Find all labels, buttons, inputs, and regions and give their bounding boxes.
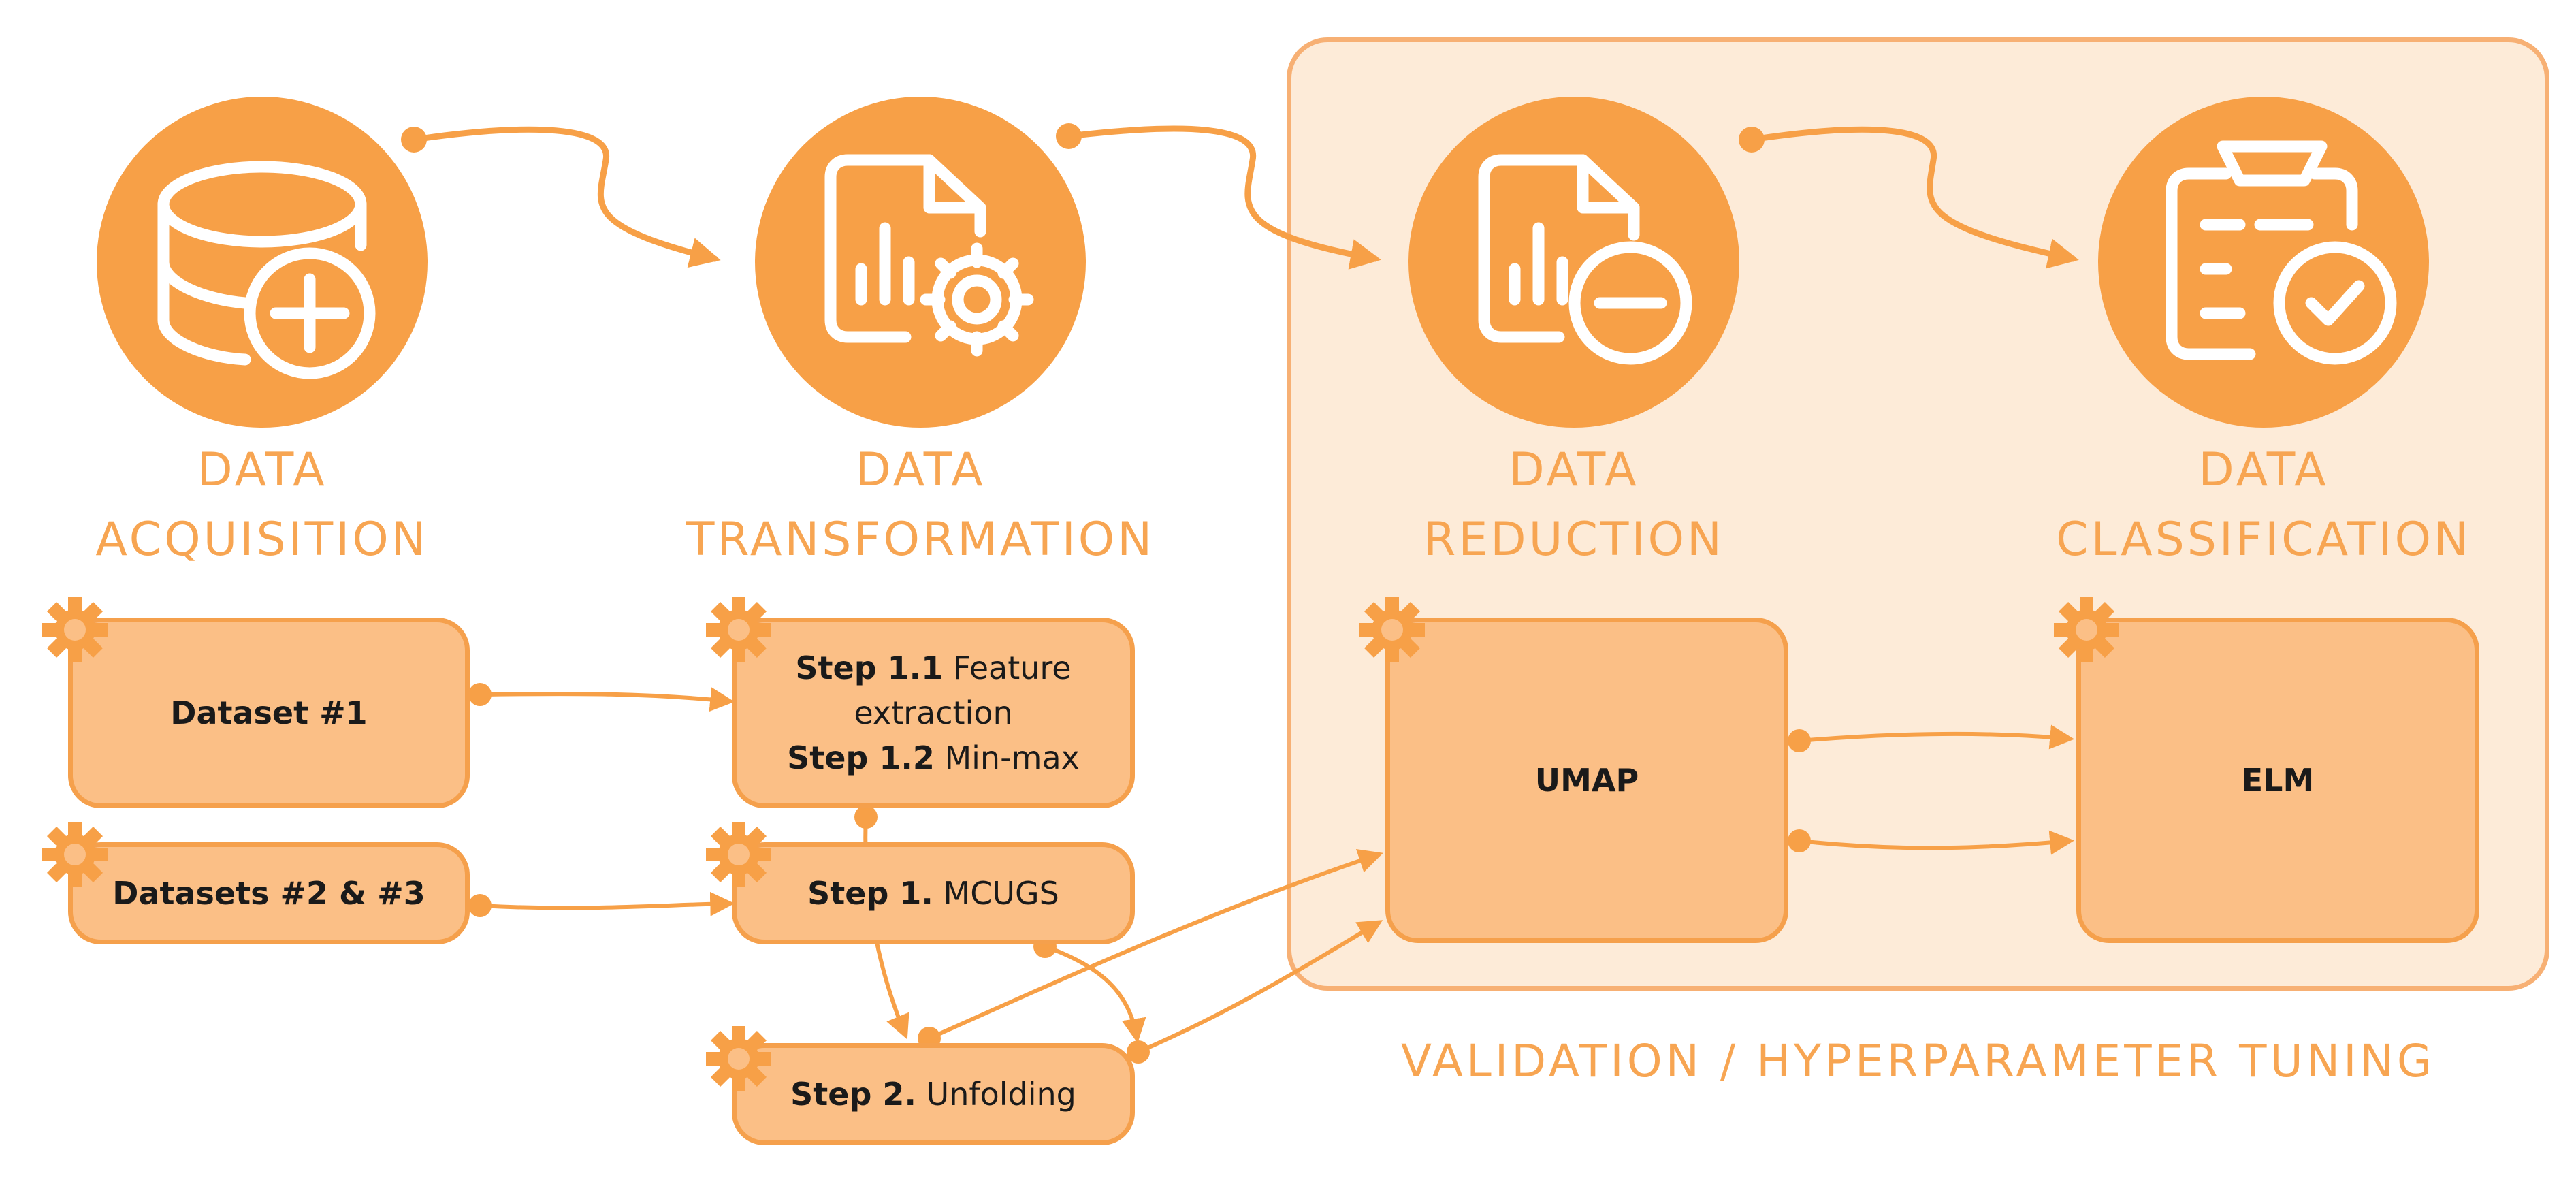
elm-label: ELM xyxy=(2241,762,2315,799)
arrow-umap-elm-a xyxy=(1797,724,2075,750)
step12-line: Step 1.2 Min-max xyxy=(787,735,1080,780)
stage-label-classification: DATA CLASSIFICATION xyxy=(2005,436,2522,575)
stage-label-reduction-line1: DATA xyxy=(1509,443,1639,497)
elm-box: ELM xyxy=(2076,618,2479,943)
arrow-umap-elm-b xyxy=(1797,830,2075,855)
stage-circle-transformation xyxy=(755,97,1086,428)
document-chart-minus-icon xyxy=(1478,154,1692,365)
stage-label-acquisition: DATA ACQUISITION xyxy=(3,436,521,575)
step11-text: Feature xyxy=(952,650,1072,686)
step11-box: Step 1.1 Feature extraction Step 1.2 Min… xyxy=(732,618,1135,808)
step1-bold: Step 1. xyxy=(807,875,933,912)
datasets23-box: Datasets #2 & #3 xyxy=(68,842,470,944)
clipboard-check-icon xyxy=(2166,140,2397,365)
stage-label-classification-line2: CLASSIFICATION xyxy=(2056,513,2471,566)
step1-text: MCUGS xyxy=(943,875,1059,912)
stage-circle-acquisition xyxy=(97,97,428,428)
document-chart-gear-icon xyxy=(824,154,1034,357)
arrow-step2-umap-a xyxy=(927,849,1383,1040)
stage-label-reduction: DATA REDUCTION xyxy=(1315,436,1833,575)
arrow-datasets23-step1 xyxy=(478,891,735,916)
validation-label: VALIDATION / HYPERPARAMETER TUNING xyxy=(1400,1035,2436,1087)
dataset1-box: Dataset #1 xyxy=(68,618,470,808)
stage-circle-classification xyxy=(2098,97,2429,428)
stage-label-transformation-line1: DATA xyxy=(855,443,986,497)
dataset1-label: Dataset #1 xyxy=(170,694,368,731)
arrow-dataset1-step11 xyxy=(478,687,735,712)
step2-text: Unfolding xyxy=(926,1076,1076,1113)
stage-label-classification-line1: DATA xyxy=(2198,443,2329,497)
stage-label-acquisition-line2: ACQUISITION xyxy=(95,513,429,566)
step1-mcugs-box: Step 1. MCUGS xyxy=(732,842,1135,944)
stage-label-transformation-line2: TRANSFORMATION xyxy=(686,513,1155,566)
stage-label-acquisition-line1: DATA xyxy=(197,443,327,497)
step12-text: Min-max xyxy=(944,739,1080,776)
step11-text2: extraction xyxy=(854,694,1013,731)
step11-bold: Step 1.1 xyxy=(795,650,944,686)
step2-unfolding-box: Step 2. Unfolding xyxy=(732,1043,1135,1145)
stage-label-reduction-line2: REDUCTION xyxy=(1423,513,1724,566)
stage-circle-reduction xyxy=(1408,97,1739,428)
umap-box: UMAP xyxy=(1385,618,1788,943)
arrow-acq-to-trans xyxy=(410,126,721,268)
umap-label: UMAP xyxy=(1534,762,1639,799)
arrow-red-to-cls xyxy=(1748,126,2079,269)
arrow-trans-to-red xyxy=(1065,125,1381,270)
step12-bold: Step 1.2 xyxy=(787,739,935,776)
step2-bold: Step 2. xyxy=(790,1076,916,1113)
database-plus-icon xyxy=(157,161,376,379)
arrow-step1-step2 xyxy=(1043,944,1146,1044)
stage-label-transformation: DATA TRANSFORMATION xyxy=(662,436,1179,575)
arrow-step2-umap-b xyxy=(1136,920,1383,1054)
datasets23-label: Datasets #2 & #3 xyxy=(112,875,425,912)
step11-line: Step 1.1 Feature xyxy=(795,645,1071,690)
